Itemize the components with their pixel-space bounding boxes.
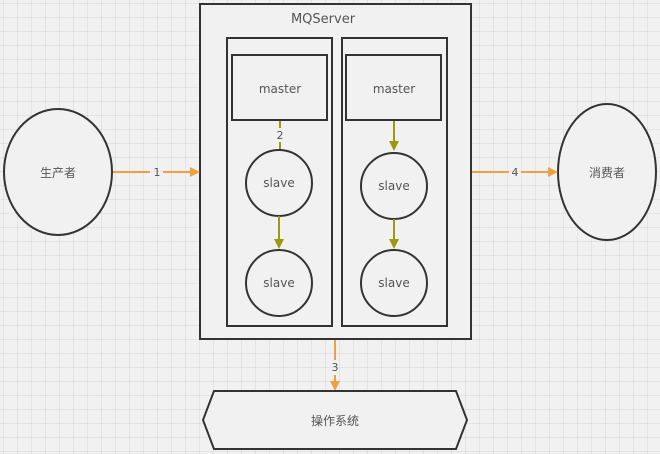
master-label-2: master [373,82,415,96]
broker-group-2[interactable]: master slave slave [341,37,448,327]
master-label-1: master [259,82,301,96]
edge-label-1: 1 [154,166,161,179]
slave-node-1b[interactable]: slave [245,249,313,317]
producer-node[interactable]: 生产者 [3,108,113,236]
slave-node-2a[interactable]: slave [360,152,428,220]
slave-label-1b: slave [263,276,294,290]
master-node-1[interactable]: master [231,54,328,121]
consumer-node[interactable]: 消费者 [557,103,657,241]
os-node[interactable]: 操作系统 [201,390,469,450]
os-label: 操作系统 [311,413,359,428]
slave-node-2b[interactable]: slave [360,249,428,317]
edge-label-4: 4 [512,166,519,179]
slave-label-2a: slave [378,179,409,193]
slave-node-1a[interactable]: slave [245,149,313,217]
consumer-label: 消费者 [589,166,625,180]
producer-label: 生产者 [40,166,76,180]
slave-label-1a: slave [263,176,294,190]
edge-label-3: 3 [332,361,339,374]
broker-group-1[interactable]: master 2 slave slave [226,37,333,327]
master-node-2[interactable]: master [345,54,442,121]
mqserver-title: MQServer [291,12,356,27]
edge-label-2: 2 [277,129,284,142]
slave-label-2b: slave [378,276,409,290]
